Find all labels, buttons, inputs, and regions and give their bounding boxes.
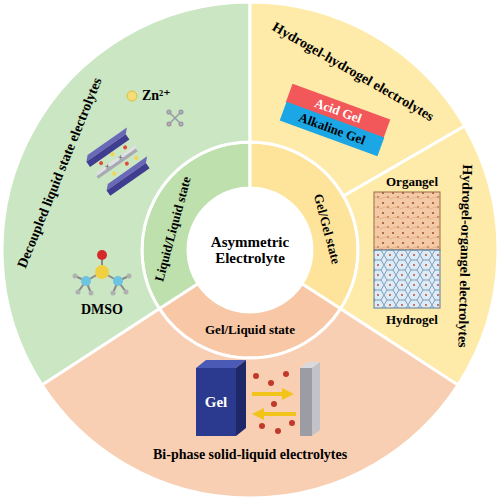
sector-shape [42,309,458,498]
dmso-molecule [95,265,109,279]
gel-block-text: Gel [205,394,228,410]
anion-symbol [179,122,183,126]
anion-symbol [179,110,183,114]
state-sector-text: Liquid/Liquid state [151,175,194,283]
anion-symbol [167,122,171,126]
anion-symbol [167,110,171,114]
dmso-molecule [81,276,91,286]
gel-block: Gel [196,368,236,436]
dmso-molecule [124,290,129,295]
gel-layers [374,250,440,308]
biphase-cell [268,380,274,386]
molecule-label: DMSO [81,302,123,318]
biphase-cell [253,373,259,379]
biphase-cell [259,423,265,429]
dmso-molecule [73,274,78,279]
biphase-cell [275,428,281,434]
circle-shape [189,189,311,311]
biphase-cell [289,420,295,426]
dmso-molecule [76,290,81,295]
category-sector-text: Hydrogel-organgel electrolytes [455,164,476,348]
zinc-ion-dot [127,91,137,101]
center-circle-text: Asymmetric Electrolyte [199,234,301,266]
dmso-molecule [127,274,132,279]
gel-layers [374,192,440,308]
biphase-cell [312,362,320,436]
biphase-cell [264,412,296,416]
category-sector-text: Bi-phase solid-liquid electrolytes [153,447,347,463]
category-sector-text: Decoupled liquid state electrolytes [14,76,105,271]
biphase-cell [283,371,289,377]
center-circle: Asymmetric Electrolyte [188,188,312,312]
gel-layers [374,192,440,250]
state-sector-text: Gel/Gel state [310,193,344,267]
zinc-ion-dot [127,91,137,101]
layer-label: Hydrogel [386,312,438,328]
dmso-molecule [89,291,94,296]
ion-label: Zn²⁺ [142,88,171,104]
biphase-cell [236,360,246,436]
dmso-molecule [111,291,116,296]
dmso-molecule [97,250,107,260]
biphase-cell [271,401,277,407]
layer-label: Organgel [386,174,438,190]
biphase-cell [300,368,312,436]
sector-shape [2,2,250,385]
dmso-molecule [113,276,123,286]
biphase-cell [252,392,282,396]
state-sector-text: Gel/Liquid state [205,322,295,338]
